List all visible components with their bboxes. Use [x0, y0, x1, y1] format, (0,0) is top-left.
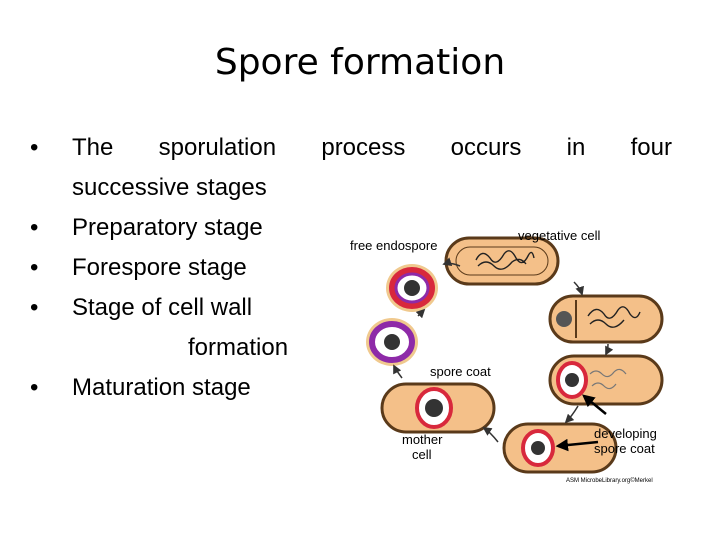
label-mother-cell-line2: cell	[412, 447, 432, 462]
label-credit: ASM MicrobeLibrary.org©Merkel	[566, 477, 653, 484]
bullet-text: The sporulation process occurs in four	[72, 134, 672, 161]
label-spore-coat: spore coat	[430, 364, 491, 379]
vegetative-cell	[444, 236, 560, 286]
bullet-dot: •	[30, 294, 39, 321]
bullet-text: Preparatory stage	[72, 214, 263, 241]
mother-cell	[380, 382, 496, 434]
bullet-text-continued: successive stages	[72, 174, 267, 201]
free-endospore-lower	[366, 318, 418, 366]
cycle-arrows	[393, 257, 614, 443]
label-vegetative-cell: vegetative cell	[518, 228, 600, 243]
label-free-endospore: free endospore	[350, 238, 437, 253]
bullet-text: Forespore stage	[72, 254, 247, 281]
label-developing-line1: developing	[594, 426, 657, 441]
label-developing-line2: spore coat	[594, 441, 655, 456]
label-mother-cell-line1: mother	[402, 432, 443, 447]
bullet-dot: •	[30, 374, 39, 401]
slide-title: Spore formation	[214, 42, 506, 83]
free-endospore-upper	[386, 264, 438, 312]
bullet-text: Maturation stage	[72, 374, 251, 401]
pointer-arrows	[555, 394, 607, 452]
bullet-dot: •	[30, 134, 39, 161]
bullet-dot: •	[30, 254, 39, 281]
bullet-text-continued: formation	[188, 334, 289, 361]
dividing-cell	[548, 294, 664, 344]
bullet-text: Stage of cell wall	[72, 294, 253, 321]
bullet-dot: •	[30, 214, 39, 241]
developing-spore-cell	[548, 354, 664, 406]
sporulation-cycle-figure: free endospore vegetative cell spore coa…	[350, 228, 664, 484]
